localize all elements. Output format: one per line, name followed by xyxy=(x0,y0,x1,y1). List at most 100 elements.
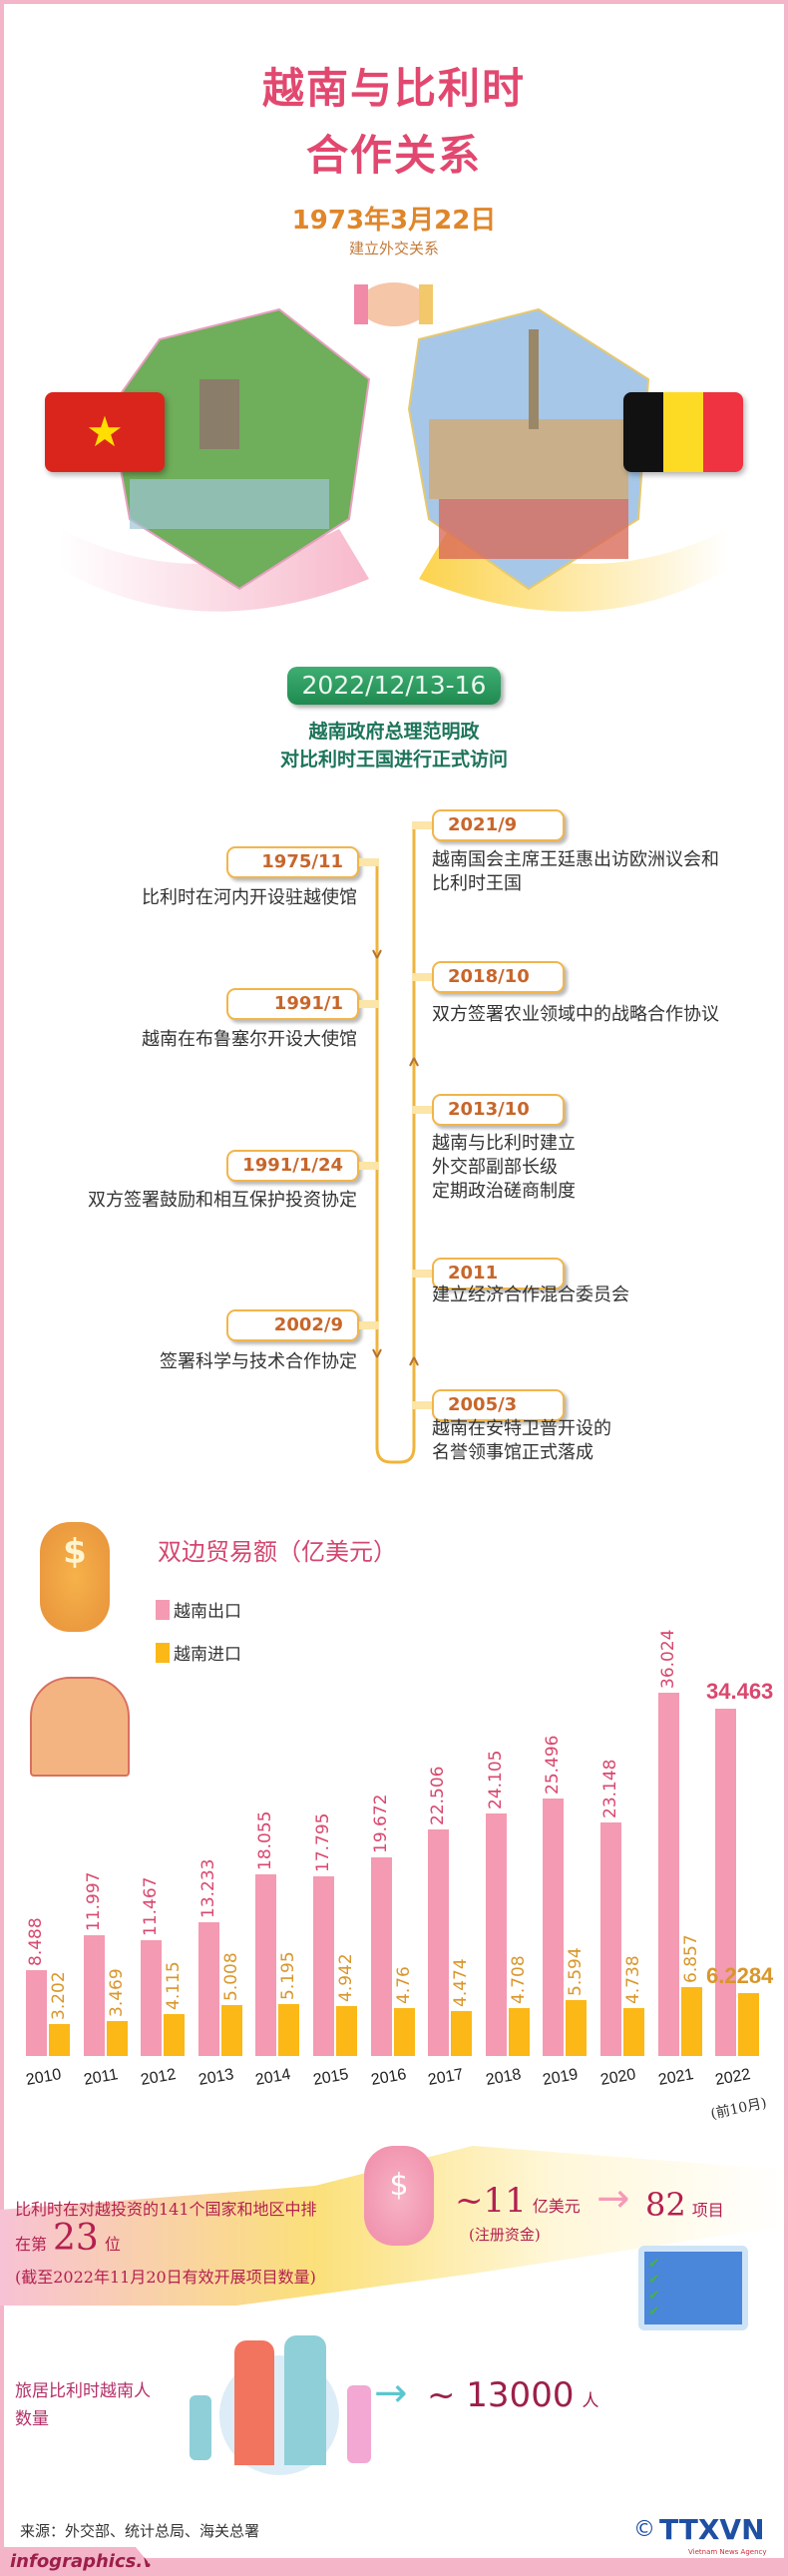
visit-line1: 越南政府总理范明政 xyxy=(308,721,480,743)
import-value-label: 6.857 xyxy=(680,1934,701,1983)
export-bar xyxy=(370,1857,392,2056)
rank-line2: 在第 23 位 xyxy=(15,2218,121,2259)
daughter-figure xyxy=(347,2385,371,2463)
export-value-label: 19.672 xyxy=(370,1794,391,1854)
diaspora-value: ~ 13000 xyxy=(427,2375,575,2415)
export-value-label: 11.997 xyxy=(83,1871,104,1931)
year-label: 2022 xyxy=(713,2066,752,2089)
export-bar xyxy=(543,1799,565,2056)
timeline-text: 双方签署农业领域中的战略合作协议 xyxy=(432,1003,719,1027)
timeline-connector xyxy=(412,1270,432,1278)
timeline-text-line: 双方签署鼓励和相互保护投资协定 xyxy=(88,1190,357,1211)
import-value-label: 3.202 xyxy=(49,1970,69,2020)
legend-import: 越南进口 xyxy=(156,1640,241,1665)
timeline-date: 2002/9 xyxy=(226,1309,359,1341)
timeline-date: 1991/1/24 xyxy=(226,1150,359,1182)
import-value-label: 4.76 xyxy=(393,1966,414,2004)
chart-title: 双边贸易额（亿美元） xyxy=(158,1538,397,1566)
export-value-label: 22.506 xyxy=(428,1766,449,1825)
year-label: 2020 xyxy=(598,2066,637,2089)
timeline-text-line: 比利时王国 xyxy=(432,873,522,894)
rank-prefix: 在第 xyxy=(15,2235,48,2254)
page-title: 越南与比利时 xyxy=(261,64,526,113)
import-value-label: 5.195 xyxy=(278,1950,299,2000)
vietnam-flag-icon: ★ xyxy=(45,392,165,472)
timeline-text: 比利时在河内开设驻越使馆 xyxy=(142,886,357,910)
year-label: 2011 xyxy=(82,2066,120,2089)
diaspora-unit: 人 xyxy=(582,2391,599,2411)
diaspora-count: ~ 13000 人 xyxy=(427,2375,598,2415)
timeline-text-line: 定期政治磋商制度 xyxy=(432,1181,576,1202)
export-bar xyxy=(26,1970,47,2056)
projects-value: 82 xyxy=(645,2186,686,2224)
year-label: 2013 xyxy=(197,2066,235,2089)
year-note: (前10月) xyxy=(709,2095,769,2123)
rank-line1: 比利时在对越投资的141个国家和地区中排 xyxy=(15,2200,317,2219)
timeline-text-line: 建立经济合作混合委员会 xyxy=(432,1285,629,1305)
rank-note: (截至2022年11月20日有效开展项目数量) xyxy=(15,2268,316,2287)
ttxvn-logo: ©TTXVN xyxy=(633,2513,765,2546)
clipboard-checklist-icon: ✔✔✔✔ xyxy=(638,2246,748,2330)
import-bar xyxy=(164,2014,186,2056)
capital-caption: (注册资金) xyxy=(469,2226,541,2244)
mother-figure xyxy=(234,2340,274,2465)
rank-suffix: 位 xyxy=(104,2235,121,2254)
export-bar xyxy=(485,1812,507,2056)
site-link[interactable]: infographics.vn xyxy=(0,2547,160,2576)
timeline-date: 2018/10 xyxy=(432,961,565,993)
logo-text: TTXVN xyxy=(659,2513,765,2546)
import-bar xyxy=(106,2020,128,2056)
year-label: 2016 xyxy=(369,2066,408,2089)
import-bar xyxy=(220,2005,242,2056)
timeline-text-line: 名誉领事馆正式落成 xyxy=(432,1442,593,1463)
timeline-text: 建立经济合作混合委员会 xyxy=(432,1284,629,1307)
timeline-date: 2013/10 xyxy=(432,1094,565,1126)
money-hand-icon: $ xyxy=(364,2146,434,2246)
rank-value: 23 xyxy=(53,2218,99,2259)
timeline-text: 越南国会主席王廷惠出访欧洲议会和比利时王国 xyxy=(432,848,719,896)
year-label: 2017 xyxy=(426,2066,465,2089)
export-value-label: 13.233 xyxy=(197,1858,218,1919)
timeline-connector xyxy=(412,1106,432,1114)
son-figure xyxy=(190,2395,211,2460)
copyright-icon: © xyxy=(633,2517,655,2542)
year-label: 2014 xyxy=(254,2066,293,2089)
timeline-connector xyxy=(359,1162,379,1170)
export-bar xyxy=(141,1940,163,2056)
legend-export: 越南出口 xyxy=(156,1597,241,1622)
legend-swatch xyxy=(156,1599,170,1620)
year-label: 2012 xyxy=(139,2066,178,2089)
visit-line2: 对比利时王国进行正式访问 xyxy=(279,749,508,771)
export-bar xyxy=(428,1828,450,2056)
import-value-label: 3.469 xyxy=(106,1968,127,2017)
visit-date-badge: 2022/12/13-16 xyxy=(287,667,501,705)
timeline-date: 2011 xyxy=(432,1258,565,1289)
timeline-connector xyxy=(412,973,432,981)
export-value-label: 11.467 xyxy=(141,1876,162,1937)
timeline-text: 签署科学与技术合作协定 xyxy=(160,1350,357,1374)
import-value-label: 5.594 xyxy=(566,1946,587,1996)
timeline-date: 1975/11 xyxy=(226,846,359,878)
timeline-text-line: 比利时在河内开设驻越使馆 xyxy=(142,887,357,908)
import-value-label: 5.008 xyxy=(220,1952,241,2002)
import-bar xyxy=(49,2023,70,2056)
import-bar xyxy=(680,1986,702,2056)
export-value-label: 17.795 xyxy=(313,1812,333,1873)
legend-swatch xyxy=(156,1642,170,1663)
arrow-right-icon: → xyxy=(596,2176,630,2222)
import-bar xyxy=(566,1999,588,2056)
export-bar xyxy=(255,1873,277,2056)
timeline-text: 越南与比利时建立外交部副部长级定期政治磋商制度 xyxy=(432,1132,576,1204)
import-value-label: 4.474 xyxy=(451,1958,472,2007)
legend-label: 越南进口 xyxy=(174,1645,241,1665)
export-value-label: 18.055 xyxy=(255,1810,276,1870)
photo-illustration xyxy=(60,282,728,612)
capital-value: ~11 xyxy=(455,2181,527,2221)
timeline-connector xyxy=(412,1401,432,1409)
year-label: 2021 xyxy=(656,2066,695,2089)
logo-subtitle: Vietnam News Agency xyxy=(688,2548,767,2556)
relations-caption: 建立外交关系 xyxy=(348,240,439,258)
import-value-label: 4.115 xyxy=(164,1961,185,2011)
import-bar xyxy=(623,2008,644,2056)
import-value-label: 4.942 xyxy=(336,1953,356,2003)
